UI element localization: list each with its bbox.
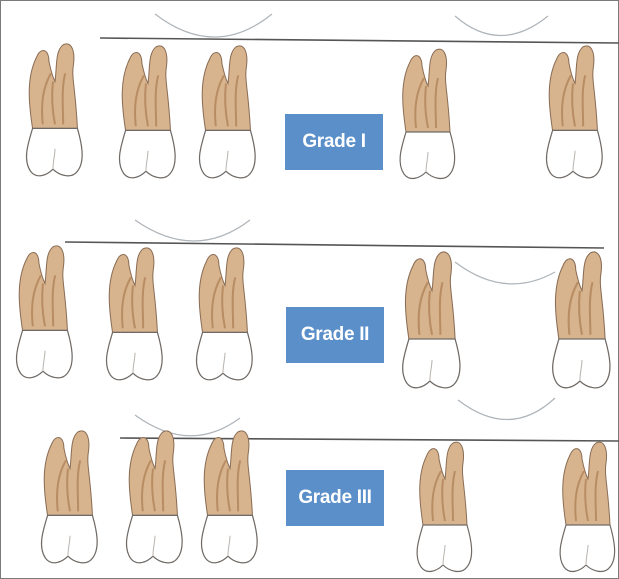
molar-tooth-6 (16, 246, 72, 378)
grade-2-label: Grade II (286, 307, 384, 363)
arch-arc-2 (455, 16, 548, 36)
arch-arc-1 (155, 14, 272, 37)
arch-arc-4 (455, 262, 555, 284)
molar-tooth-1 (26, 44, 82, 176)
molar-tooth-10 (553, 252, 610, 388)
grade-1-label: Grade I (285, 114, 383, 170)
occlusal-line-1 (100, 38, 619, 43)
molar-tooth-13 (201, 431, 257, 563)
occlusal-line-3 (120, 438, 619, 441)
molar-tooth-2 (119, 46, 175, 178)
grade-3-label: Grade III (286, 470, 384, 526)
arch-arc-3 (135, 220, 250, 241)
molar-tooth-4 (400, 49, 455, 178)
molar-tooth-12 (126, 431, 182, 563)
molar-tooth-8 (196, 248, 252, 380)
arch-arc-5 (458, 398, 555, 420)
molar-tooth-7 (106, 248, 162, 380)
molar-tooth-15 (560, 442, 615, 571)
molar-tooth-5 (546, 46, 602, 178)
molar-tooth-9 (403, 252, 460, 388)
molar-tooth-14 (417, 442, 472, 571)
molar-tooth-11 (41, 431, 97, 563)
molar-tooth-3 (199, 46, 255, 178)
occlusal-line-2 (65, 242, 604, 248)
arch-arc-6 (135, 415, 240, 436)
